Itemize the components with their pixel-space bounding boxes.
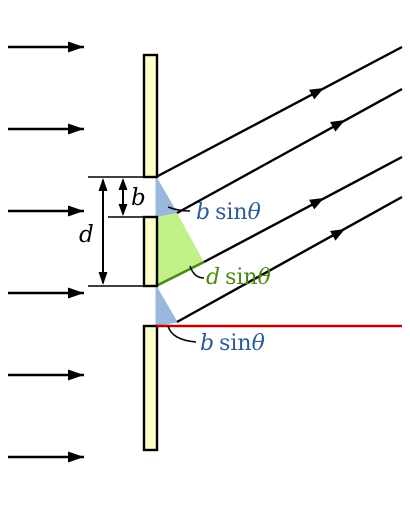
- ray-arrow-head: [309, 88, 324, 100]
- ray-arrow-head: [309, 198, 324, 210]
- barrier-segment-bottom: [142, 324, 159, 452]
- leader-line-middle: [189, 265, 205, 279]
- dimension-d-arrow-top: [98, 178, 108, 191]
- incident-arrow-head: [68, 369, 84, 381]
- leader-line-bottom: [167, 325, 197, 343]
- dimension-d-arrow-bottom: [98, 272, 108, 285]
- diffracted-ray: [176, 195, 403, 324]
- incident-arrow-head: [68, 205, 84, 217]
- label-d: d: [79, 222, 94, 248]
- dimension-markers: [88, 176, 150, 287]
- incident-arrow-head: [68, 451, 84, 463]
- ray-arrow-head: [330, 120, 345, 132]
- dimension-b-arrow-bottom: [118, 204, 128, 216]
- barrier: [142, 53, 159, 452]
- barrier-segment-top: [142, 53, 159, 179]
- green-perpendicular: [155, 260, 205, 288]
- incident-arrow-head: [68, 41, 84, 53]
- diffracted-ray: [155, 45, 403, 179]
- label-b: b: [131, 185, 146, 211]
- leader-line-top: [167, 206, 191, 212]
- barrier-segment-middle: [142, 215, 159, 288]
- path-difference-top-triangle: [155, 175, 178, 218]
- incident-arrows: [8, 41, 84, 463]
- diffracted-ray: [203, 155, 403, 264]
- ray-arrow-head: [330, 229, 345, 241]
- incident-arrow-head: [68, 123, 84, 135]
- diffracted-rays: [155, 45, 403, 328]
- dimension-b-arrow-top: [118, 178, 128, 190]
- path-difference-bottom-triangle: [155, 284, 178, 327]
- incident-arrow-head: [68, 287, 84, 299]
- diffracted-ray: [176, 87, 403, 215]
